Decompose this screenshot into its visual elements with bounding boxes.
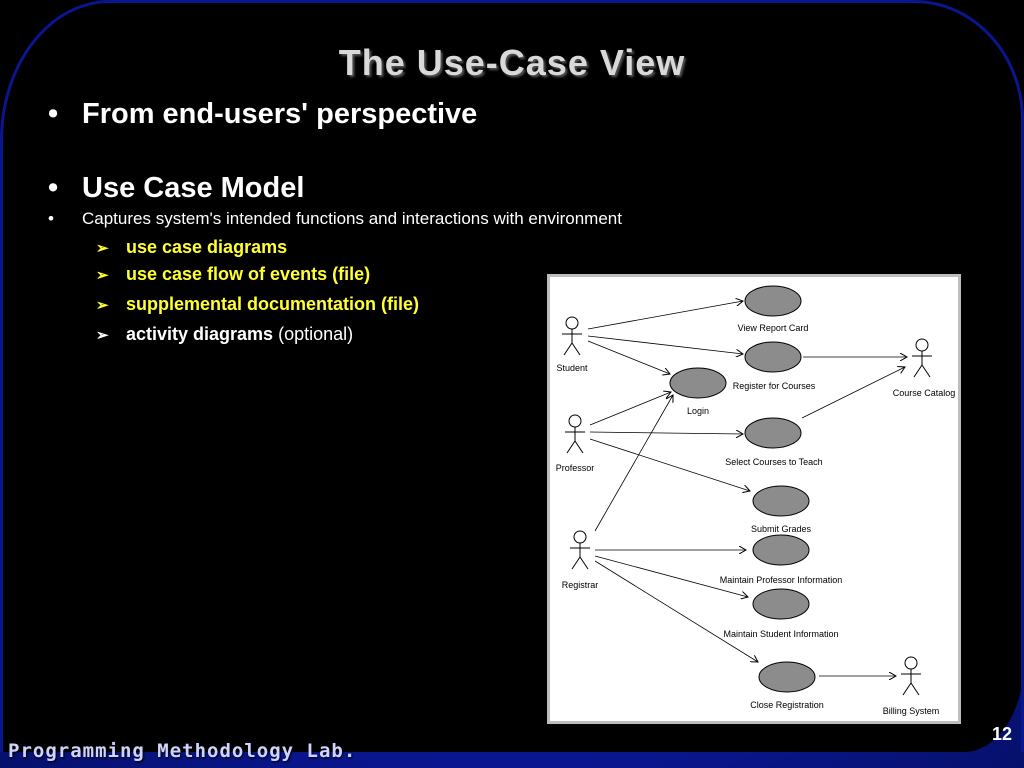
use-case-submit-grades: Submit Grades xyxy=(751,485,812,534)
use-case-login: Login xyxy=(669,367,727,416)
bullet-captures: • Captures system's intended functions an… xyxy=(48,209,622,229)
svg-text:Billing System: Billing System xyxy=(883,706,940,716)
sub-item-label: supplemental documentation (file) xyxy=(126,294,420,314)
bullet-text: Use Case Model xyxy=(82,172,305,204)
bullet-end-users: • From end-users' perspective xyxy=(48,98,477,131)
svg-text:View Report Card: View Report Card xyxy=(738,323,809,333)
svg-text:Close Registration: Close Registration xyxy=(750,700,824,710)
svg-text:Maintain Student Information: Maintain Student Information xyxy=(723,629,838,639)
use-case-register-for-courses: Register for Courses xyxy=(733,341,816,391)
sub-item-suffix: (optional) xyxy=(278,324,354,344)
svg-text:Login: Login xyxy=(687,406,709,416)
actor-course-catalog: Course Catalog xyxy=(893,338,956,398)
sub-item-activity-diagrams: ➢ activity diagrams (optional) xyxy=(96,324,353,345)
bullet-text: From end-users' perspective xyxy=(82,98,478,130)
footer-lab-name: Programming Methodology Lab. xyxy=(8,740,357,762)
use-case-select-courses-to-teach: Select Courses to Teach xyxy=(725,417,823,467)
svg-text:Register for Courses: Register for Courses xyxy=(733,381,816,391)
arrow-bullet-icon: ➢ xyxy=(96,267,109,284)
bullet-dot: • xyxy=(48,209,54,228)
actor-billing-system: Billing System xyxy=(883,656,940,716)
page-number: 12 xyxy=(992,724,1013,744)
svg-text:Submit Grades: Submit Grades xyxy=(751,524,812,534)
sub-item-use-case-diagrams: ➢ use case diagrams xyxy=(96,237,287,258)
use-case-maintain-student-information: Maintain Student Information xyxy=(723,588,839,639)
svg-text:Select Courses to Teach: Select Courses to Teach xyxy=(725,457,822,467)
slide-title: The Use-Case View xyxy=(338,42,686,83)
arrow-bullet-icon: ➢ xyxy=(96,240,109,257)
svg-text:Maintain Professor Information: Maintain Professor Information xyxy=(720,575,843,585)
actor-professor: Professor xyxy=(556,414,595,473)
actor-registrar: Registrar xyxy=(562,530,599,590)
sub-item-flow-of-events: ➢ use case flow of events (file) xyxy=(96,264,370,285)
sub-item-label: activity diagrams xyxy=(126,324,274,344)
bullet-text: Captures system's intended functions and… xyxy=(82,209,622,228)
actor-student: Student xyxy=(556,316,588,373)
arrow-bullet-icon: ➢ xyxy=(96,297,109,314)
bullet-dot: • xyxy=(48,172,59,204)
bullet-dot: • xyxy=(48,98,59,130)
association-lines xyxy=(587,301,907,676)
sub-item-label: use case diagrams xyxy=(126,237,288,257)
use-case-view-report-card: View Report Card xyxy=(738,285,809,333)
use-case-maintain-professor-information: Maintain Professor Information xyxy=(720,534,843,585)
sub-item-supplemental: ➢ supplemental documentation (file) xyxy=(96,294,419,315)
svg-text:Student: Student xyxy=(556,363,588,373)
sub-item-label: use case flow of events (file) xyxy=(126,264,371,284)
bullet-use-case-model: • Use Case Model xyxy=(48,172,304,205)
use-case-diagram-svg: View Report Card Register for Courses Lo… xyxy=(556,285,956,716)
use-case-diagram: View Report Card Register for Courses Lo… xyxy=(547,274,961,724)
svg-text:Registrar: Registrar xyxy=(562,580,599,590)
arrow-bullet-icon: ➢ xyxy=(96,327,109,344)
svg-text:Course Catalog: Course Catalog xyxy=(893,388,956,398)
svg-text:Professor: Professor xyxy=(556,463,595,473)
use-case-close-registration: Close Registration xyxy=(750,661,824,710)
